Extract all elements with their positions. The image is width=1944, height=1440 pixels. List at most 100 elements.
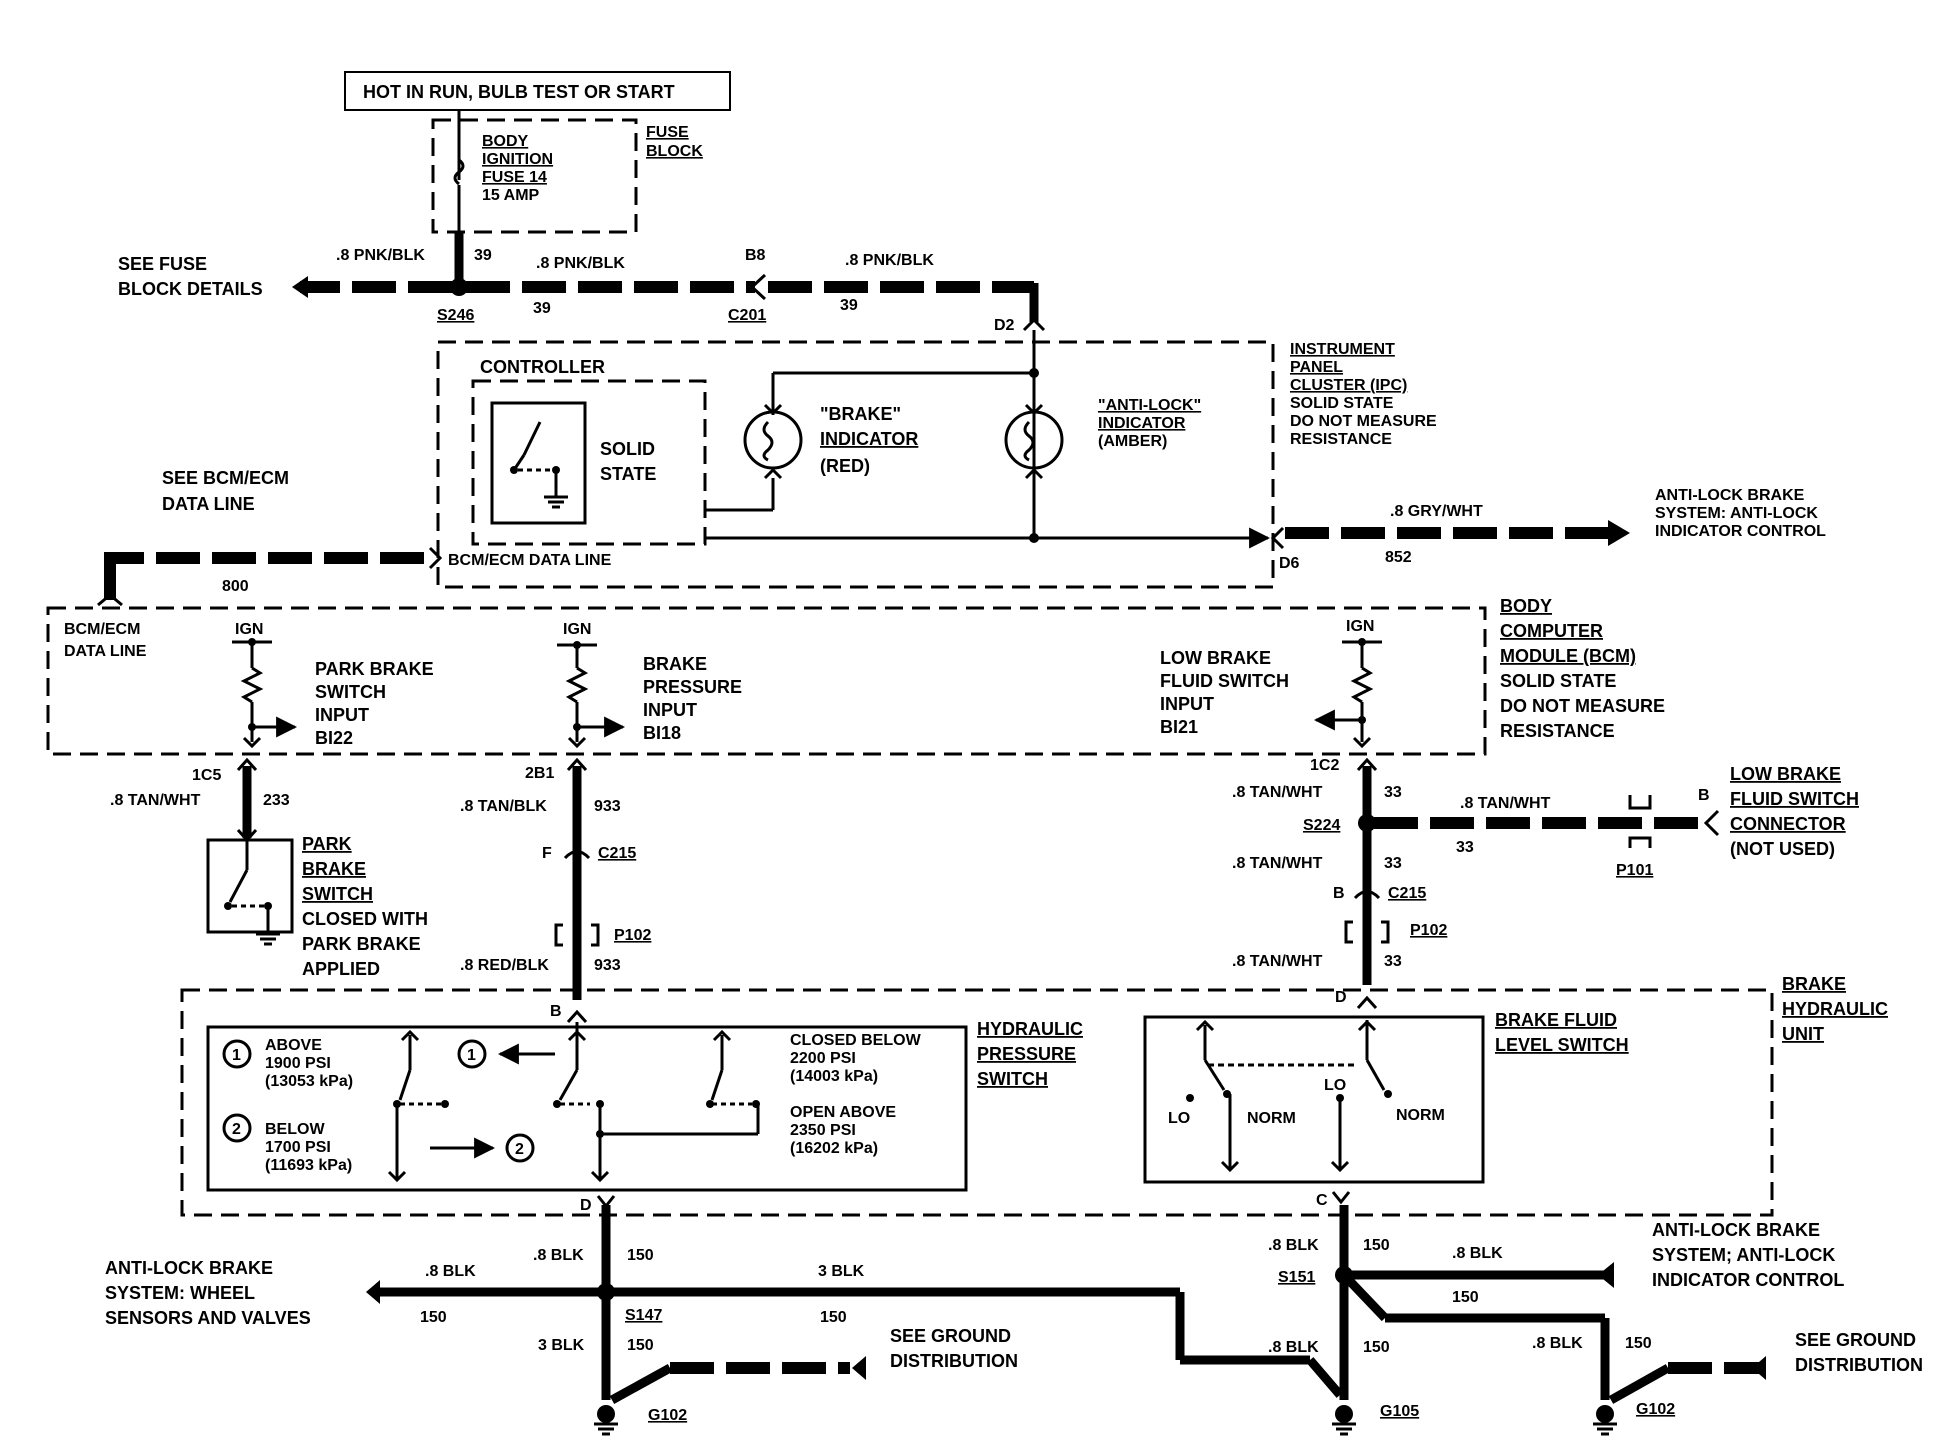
ipc-title-3: CLUSTER (IPC): [1290, 377, 1407, 394]
gl-right-num: 150: [820, 1309, 847, 1326]
fluid-input-4: BI21: [1160, 717, 1198, 737]
ground-icon-g102-right: [1593, 1422, 1617, 1436]
pressure-num2: 933: [594, 957, 621, 974]
fluid-num3: 33: [1384, 953, 1402, 970]
power-source-box: HOT IN RUN, BULB TEST OR START: [344, 71, 731, 111]
marker-2: 2: [232, 1121, 241, 1138]
gl-wire-down: .8 BLK: [533, 1247, 584, 1264]
ground-icon-park: [256, 932, 280, 946]
closed-below-2: 2200 PSI: [790, 1050, 856, 1067]
fuse-name-3: FUSE 14: [482, 169, 547, 186]
above-label-3: (13053 kPa): [265, 1073, 353, 1090]
fluid-pin: 1C2: [1310, 757, 1339, 774]
gr-wire-g: .8 BLK: [1268, 1339, 1319, 1356]
wire-w1-num: 39: [474, 247, 492, 264]
fluid-branch-wire: .8 TAN/WHT: [1460, 795, 1551, 812]
park-wire: .8 TAN/WHT: [110, 792, 201, 809]
bcm-title-6: RESISTANCE: [1500, 721, 1615, 741]
fluid-c215-pin: B: [1333, 885, 1345, 902]
pressure-circuit: 2B1 .8 TAN/BLK 933 F C215 P102 .8 RED/BL…: [460, 757, 651, 1024]
data-line: SEE BCM/ECM DATA LINE 800: [97, 468, 424, 607]
gl-num-g: 150: [627, 1337, 654, 1354]
brake-indicator: "BRAKE": [820, 404, 901, 424]
bhu-title: BRAKE: [1782, 974, 1846, 994]
gr-wire-g102: .8 BLK: [1532, 1335, 1583, 1352]
ipc-title: INSTRUMENT: [1290, 341, 1395, 358]
fluid-circuit: 1C2 .8 TAN/WHT 33 S224 .8 TAN/WHT 33 P10…: [1232, 757, 1859, 1010]
antilock-indicator-2: INDICATOR: [1098, 415, 1186, 432]
arrow-left-icon: [292, 276, 308, 298]
gl-left-wire: .8 BLK: [425, 1263, 476, 1280]
fluid-switch-title-2: LEVEL SWITCH: [1495, 1035, 1629, 1055]
ground-right: .8 BLK 150 S151 .8 BLK 150 ANTI-LOCK BRA…: [1268, 1205, 1923, 1436]
fluid-num2: 33: [1384, 855, 1402, 872]
fluid-p101: P101: [1616, 862, 1653, 879]
fluid-switch-box: [1143, 1015, 1485, 1184]
solid-state-1: SOLID: [600, 439, 655, 459]
park-input: PARK BRAKE: [315, 659, 434, 679]
bhu-title-3: UNIT: [1782, 1024, 1824, 1044]
gl-see-ground: SEE GROUND: [890, 1326, 1011, 1346]
norm-left: NORM: [1247, 1110, 1296, 1127]
solid-state-2: STATE: [600, 464, 656, 484]
gr-right-label: ANTI-LOCK BRAKE: [1652, 1220, 1820, 1240]
gr-splice: S151: [1278, 1269, 1315, 1286]
pressure-p102: P102: [614, 927, 651, 944]
park-switch-box: [206, 838, 294, 934]
park-switch-2: BRAKE: [302, 859, 366, 879]
fluid-wire2: .8 TAN/WHT: [1232, 855, 1323, 872]
ipc-title-2: PANEL: [1290, 359, 1343, 376]
park-num: 233: [263, 792, 290, 809]
open-above: OPEN ABOVE: [790, 1104, 896, 1121]
arrow-right-icon: [1608, 520, 1630, 546]
ground-icon-g102-left: [594, 1422, 618, 1436]
pressure-input-2: PRESSURE: [643, 677, 742, 697]
below-label-3: (11693 kPa): [265, 1157, 352, 1174]
open-above-2: 2350 PSI: [790, 1122, 856, 1139]
ground-icon-g105: [1332, 1422, 1356, 1436]
gr-wire-down: .8 BLK: [1268, 1237, 1319, 1254]
wire-w2: .8 PNK/BLK: [536, 255, 625, 272]
bcm-title-5: DO NOT MEASURE: [1500, 696, 1665, 716]
lo-right: LO: [1324, 1077, 1346, 1094]
below-label-2: 1700 PSI: [265, 1139, 331, 1156]
fluid-switch-title: BRAKE FLUID: [1495, 1010, 1617, 1030]
connector-c201: [749, 273, 767, 301]
pin-d2: D2: [994, 317, 1015, 334]
park-switch-6: APPLIED: [302, 959, 380, 979]
gl-left-num: 150: [420, 1309, 447, 1326]
wire-w3: .8 PNK/BLK: [845, 252, 934, 269]
fluid-wire: .8 TAN/WHT: [1232, 784, 1323, 801]
antilock-out-label-2: SYSTEM: ANTI-LOCK: [1655, 505, 1818, 522]
park-pin: 1C5: [192, 767, 221, 784]
pressure-switch-title: HYDRAULIC: [977, 1019, 1083, 1039]
splice-s246: S246: [437, 307, 474, 324]
ign-fluid: IGN: [1346, 618, 1374, 635]
pressure-input: BRAKE: [643, 654, 707, 674]
gl-left-label: ANTI-LOCK BRAKE: [105, 1258, 273, 1278]
gr-see-ground-2: DISTRIBUTION: [1795, 1355, 1923, 1375]
fuse-block-title-2: BLOCK: [646, 143, 703, 160]
closed-below: CLOSED BELOW: [790, 1032, 922, 1049]
gr-right-num: 150: [1452, 1289, 1479, 1306]
gr-ground-g102: G102: [1636, 1401, 1675, 1418]
gl-wire-g: 3 BLK: [538, 1337, 585, 1354]
splice-s224-dot: [1358, 814, 1376, 832]
pressure-pin: 2B1: [525, 765, 554, 782]
power-source-label: HOT IN RUN, BULB TEST OR START: [363, 82, 675, 102]
hu-pin-c: C: [1316, 1192, 1328, 1209]
marker-1b: 1: [467, 1047, 476, 1064]
marker-2b: 2: [515, 1141, 524, 1158]
ign-park: IGN: [235, 621, 263, 638]
arrow-left-icon-gl: [366, 1280, 380, 1304]
fluid-c215: C215: [1388, 885, 1426, 902]
arrow-left-icon-gr: [1598, 1262, 1614, 1288]
bcm-title-2: COMPUTER: [1500, 621, 1603, 641]
park-input-2: SWITCH: [315, 682, 386, 702]
see-fuse-label-2: BLOCK DETAILS: [118, 279, 263, 299]
gl-left-label-3: SENSORS AND VALVES: [105, 1308, 311, 1328]
closed-below-3: (14003 kPa): [790, 1068, 878, 1085]
brake-indicator-3: (RED): [820, 456, 870, 476]
pressure-input-3: INPUT: [643, 700, 697, 720]
fluid-input-2: FLUID SWITCH: [1160, 671, 1289, 691]
